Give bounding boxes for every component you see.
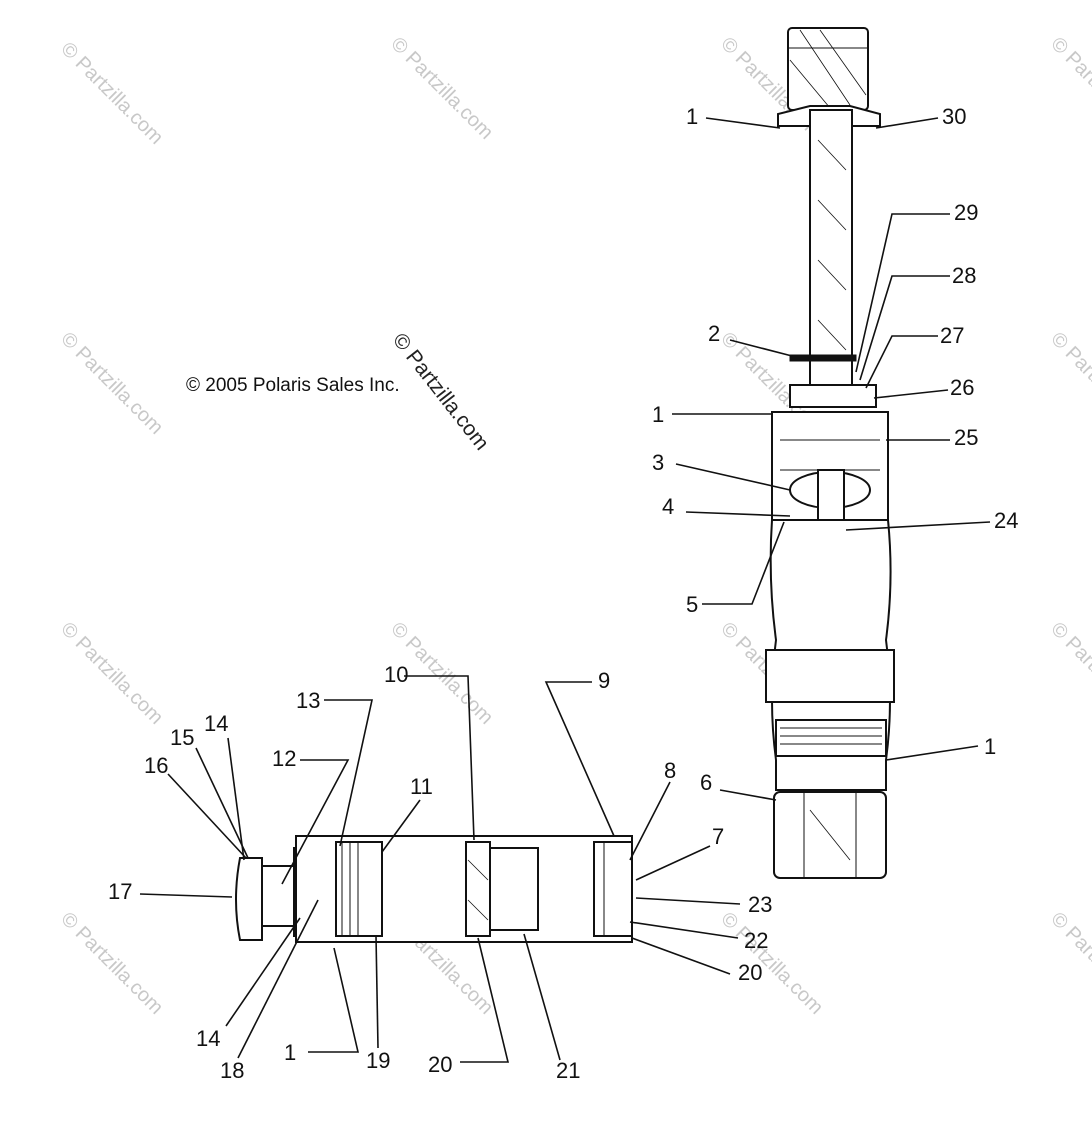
callout-25: 25 bbox=[954, 425, 978, 450]
callout-1: 1 bbox=[284, 1040, 296, 1065]
watermark: © Partzilla.com bbox=[1046, 908, 1092, 1019]
watermark: © Partzilla.com bbox=[56, 618, 167, 729]
top-eyelet bbox=[787, 27, 869, 111]
watermark: © Partzilla.com bbox=[386, 33, 497, 144]
callout-12: 12 bbox=[272, 746, 296, 771]
callout-18: 18 bbox=[220, 1058, 244, 1083]
piston-insert bbox=[489, 847, 539, 931]
watermark-center: © Partzilla.com bbox=[388, 329, 493, 455]
callout-16: 16 bbox=[144, 753, 168, 778]
callout-24: 24 bbox=[994, 508, 1018, 533]
callout-6: 6 bbox=[700, 770, 712, 795]
callout-14: 14 bbox=[204, 711, 228, 736]
reservoir-end-cap bbox=[235, 857, 263, 941]
callout-9: 9 bbox=[598, 668, 610, 693]
callout-4: 4 bbox=[662, 494, 674, 519]
callout-8: 8 bbox=[664, 758, 676, 783]
callout-10: 10 bbox=[384, 662, 408, 687]
spring-stack bbox=[335, 841, 383, 937]
copyright-text: © 2005 Polaris Sales Inc. bbox=[186, 375, 400, 396]
callout-27: 27 bbox=[940, 323, 964, 348]
threaded-collar bbox=[775, 719, 887, 757]
callout-21: 21 bbox=[556, 1058, 580, 1083]
callout-23: 23 bbox=[748, 892, 772, 917]
callout-11: 11 bbox=[410, 774, 433, 799]
watermark: © Partzilla.com bbox=[1046, 618, 1092, 729]
callout-1: 1 bbox=[652, 402, 664, 427]
watermark: © Partzilla.com bbox=[56, 38, 167, 149]
watermark: © Partzilla.com bbox=[1046, 328, 1092, 439]
cylinder-end-plug bbox=[593, 841, 633, 937]
callout-22: 22 bbox=[744, 928, 768, 953]
watermark: © Partzilla.com bbox=[56, 908, 167, 1019]
callout-5: 5 bbox=[686, 592, 698, 617]
seal-head bbox=[789, 384, 877, 408]
callout-19: 19 bbox=[366, 1048, 390, 1073]
callout-3: 3 bbox=[652, 450, 664, 475]
callout-30: 30 bbox=[942, 104, 966, 129]
piston-shaft bbox=[809, 109, 853, 401]
watermark: © Partzilla.com bbox=[716, 908, 827, 1019]
body-sleeve bbox=[765, 649, 895, 703]
leader-lines bbox=[139, 117, 991, 1063]
callout-17: 17 bbox=[108, 879, 132, 904]
callout-13: 13 bbox=[296, 688, 320, 713]
callout-7: 7 bbox=[712, 824, 724, 849]
watermark: © Partzilla.com bbox=[56, 328, 167, 439]
callout-1: 1 bbox=[984, 734, 996, 759]
callout-20: 20 bbox=[738, 960, 762, 985]
callout-1: 1 bbox=[686, 104, 698, 129]
callout-28: 28 bbox=[952, 263, 976, 288]
callout-26: 26 bbox=[950, 375, 974, 400]
callout-14: 14 bbox=[196, 1026, 220, 1051]
callout-15: 15 bbox=[170, 725, 194, 750]
callout-labels: 1 30 29 28 2 27 26 1 25 3 4 24 5 1 6 10 … bbox=[108, 104, 1018, 1083]
callout-20: 20 bbox=[428, 1052, 452, 1077]
callout-2: 2 bbox=[708, 321, 720, 346]
valve-body bbox=[261, 865, 295, 927]
watermark: © Partzilla.com bbox=[1046, 33, 1092, 144]
bumper-ring bbox=[789, 354, 857, 362]
vertical-shock-assembly bbox=[765, 27, 895, 879]
floating-piston bbox=[465, 841, 491, 937]
reservoir-assembly bbox=[235, 835, 633, 943]
callout-29: 29 bbox=[954, 200, 978, 225]
